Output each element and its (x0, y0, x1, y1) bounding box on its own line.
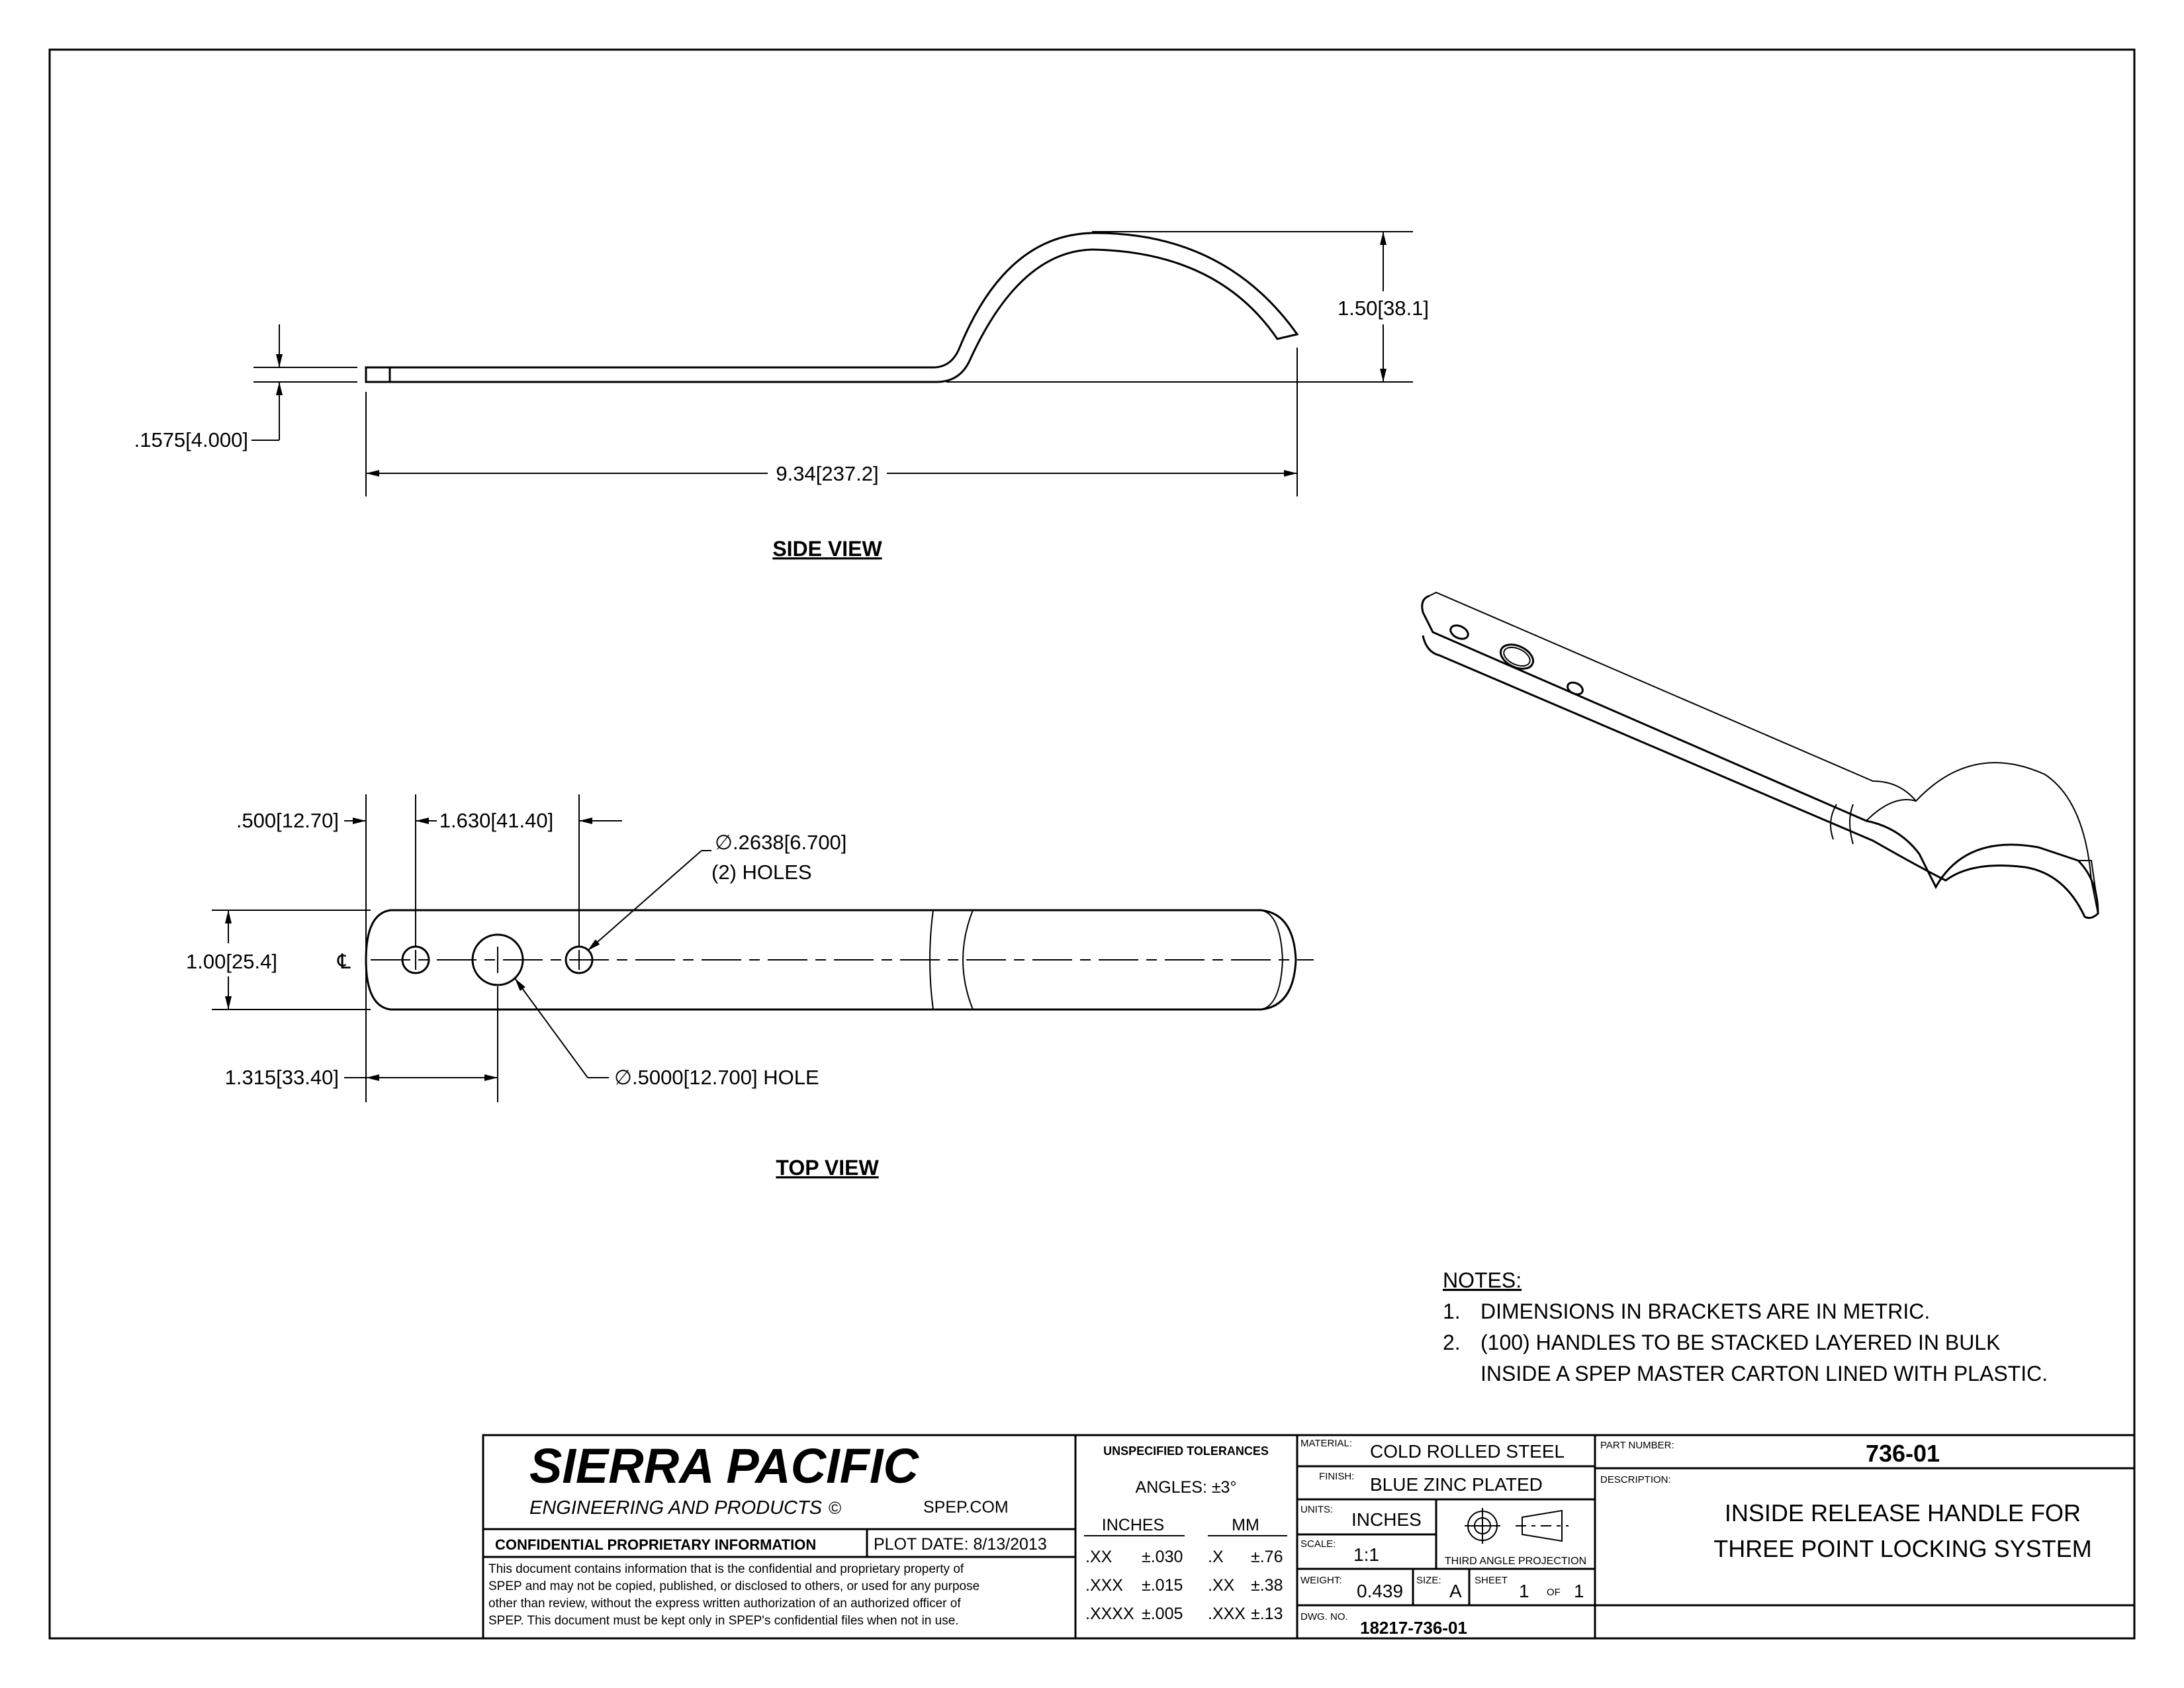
side-length-mm: 237.2 (821, 462, 873, 485)
tolerances-mm-label: MM (1232, 1516, 1259, 1534)
tolerances-header: UNSPECIFIED TOLERANCES (1103, 1444, 1269, 1458)
big-hole-suffix: HOLE (763, 1066, 819, 1089)
confidential-line-3: other than review, without the express w… (488, 1597, 961, 1611)
note-2-num: 2. (1443, 1331, 1461, 1354)
side-view-label: SIDE VIEW (772, 537, 882, 561)
sheet-of-label: OF (1547, 1587, 1561, 1598)
svg-text:.500[12.70]: .500[12.70] (236, 809, 339, 832)
big-hole (471, 933, 524, 986)
hole-spacing-mm: 41.40 (496, 809, 548, 832)
side-length-value: 9.34 (776, 462, 815, 485)
sheet-total: 1 (1574, 1581, 1584, 1601)
sheet-label: SHEET (1475, 1575, 1508, 1586)
tolerances-inches-label: INCHES (1102, 1516, 1164, 1534)
dwg-number: 18217-736-01 (1360, 1618, 1467, 1638)
units-value: INCHES (1351, 1509, 1422, 1530)
top-view: .500[12.70] 1.630[41.40] ∅.2638[6.700] (… (186, 794, 1314, 1180)
svg-text:9.34[237.2]: 9.34[237.2] (776, 462, 878, 485)
tol-row-1-mm-tol: ±.76 (1251, 1548, 1283, 1566)
tol-row-3-in-place: .XXXX (1085, 1605, 1134, 1623)
isometric-view (1421, 591, 2099, 919)
company-subtitle: ENGINEERING AND PRODUCTS (529, 1497, 823, 1519)
big-hole-offset-value: 1.315 (225, 1066, 277, 1089)
company-name: SIERRA PACIFIC (529, 1438, 919, 1493)
drawing-border (48, 48, 2136, 1640)
big-hole-offset-mm: 33.40 (282, 1066, 334, 1089)
third-angle-projection-icon (1465, 1508, 1569, 1544)
side-height-mm: 38.1 (1383, 297, 1423, 320)
side-view: .1575[4.000] 9.34[237.2] 1.50[38.1] SIDE… (134, 231, 1429, 561)
scale-label: SCALE: (1300, 1538, 1336, 1550)
units-label: UNITS: (1300, 1504, 1333, 1515)
side-thickness-mm: 4.000 (191, 428, 243, 451)
tol-row-2-in-place: .XXX (1085, 1576, 1123, 1595)
confidential-line-4: SPEP. This document must be kept only in… (488, 1614, 959, 1628)
side-thickness-value: .1575 (134, 428, 186, 451)
small-hole-count: (2) HOLES (711, 861, 812, 884)
svg-text:1.00[25.4]: 1.00[25.4] (186, 950, 277, 973)
part-number: 736-01 (1866, 1440, 1940, 1467)
sheet-number: 1 (1519, 1581, 1529, 1601)
title-block: SIERRA PACIFIC ENGINEERING AND PRODUCTS … (482, 1434, 2136, 1640)
website: SPEP.COM (923, 1498, 1009, 1517)
note-1-num: 1. (1443, 1299, 1461, 1323)
weight-label: WEIGHT: (1300, 1575, 1342, 1586)
confidential-line-1: This document contains information that … (488, 1562, 964, 1576)
size-label: SIZE: (1416, 1575, 1441, 1586)
width-value: 1.00 (186, 950, 226, 973)
note-2-line-2: INSIDE A SPEP MASTER CARTON LINED WITH P… (1480, 1362, 2048, 1385)
tol-row-3-mm-tol: ±.13 (1251, 1605, 1283, 1623)
tol-row-1-in-place: .XX (1085, 1548, 1113, 1566)
small-hole-dia-value: ∅.2638 (715, 831, 784, 854)
big-hole-dia-mm: 12.700 (689, 1066, 752, 1089)
weight-value: 0.439 (1357, 1581, 1403, 1601)
hole1-offset-value: .500 (236, 809, 276, 832)
size-value: A (1449, 1581, 1462, 1601)
finish-value: BLUE ZINC PLATED (1370, 1474, 1543, 1495)
svg-text:1.315[33.40]: 1.315[33.40] (225, 1066, 339, 1089)
small-hole-dia-mm: 6.700 (790, 831, 841, 854)
side-height-value: 1.50 (1338, 297, 1377, 320)
description-line-2: THREE POINT LOCKING SYSTEM (1713, 1535, 2091, 1562)
tol-row-2-in-tol: ±.015 (1142, 1576, 1183, 1595)
confidential-label: CONFIDENTIAL PROPRIETARY INFORMATION (495, 1536, 816, 1553)
centerline-symbol: ℄ (337, 950, 351, 973)
tol-row-3-in-tol: ±.005 (1142, 1605, 1183, 1623)
description-label: DESCRIPTION: (1600, 1474, 1671, 1485)
material-label: MATERIAL: (1300, 1438, 1352, 1449)
description-line-1: INSIDE RELEASE HANDLE FOR (1725, 1499, 2081, 1526)
big-hole-dia-value: ∅.5000 (614, 1066, 684, 1089)
tol-row-1-in-tol: ±.030 (1142, 1548, 1183, 1566)
tol-row-2-mm-place: .XX (1208, 1576, 1235, 1595)
tol-row-2-mm-tol: ±.38 (1251, 1576, 1283, 1595)
hole-spacing-value: 1.630 (439, 809, 491, 832)
projection-label: THIRD ANGLE PROJECTION (1445, 1556, 1586, 1567)
note-1-line-1: DIMENSIONS IN BRACKETS ARE IN METRIC. (1480, 1299, 1930, 1323)
dwg-label: DWG. NO. (1300, 1611, 1348, 1622)
part-number-label: PART NUMBER: (1600, 1440, 1674, 1451)
note-2-line-1: (100) HANDLES TO BE STACKED LAYERED IN B… (1480, 1331, 2000, 1354)
copyright-symbol: © (829, 1498, 841, 1518)
svg-text:1.630[41.40]: 1.630[41.40] (439, 809, 553, 832)
svg-text:∅.5000[12.700] HOLE: ∅.5000[12.700] HOLE (614, 1066, 819, 1089)
tol-row-1-mm-place: .X (1208, 1548, 1224, 1566)
notes: NOTES: 1. DIMENSIONS IN BRACKETS ARE IN … (1443, 1268, 2048, 1385)
notes-title: NOTES: (1443, 1268, 1522, 1292)
width-mm: 25.4 (232, 950, 271, 973)
top-view-label: TOP VIEW (776, 1156, 879, 1180)
scale-value: 1:1 (1353, 1544, 1379, 1565)
material-value: COLD ROLLED STEEL (1370, 1441, 1565, 1462)
svg-text:1.50[38.1]: 1.50[38.1] (1338, 297, 1429, 320)
finish-label: FINISH: (1319, 1471, 1354, 1482)
tol-row-3-mm-place: .XXX (1208, 1605, 1246, 1623)
tolerances-angles: ANGLES: ±3° (1136, 1478, 1237, 1497)
confidential-line-2: SPEP and may not be copied, published, o… (488, 1579, 979, 1593)
hole1-offset-mm: 12.70 (282, 809, 334, 832)
svg-text:∅.2638[6.700]: ∅.2638[6.700] (715, 831, 846, 854)
plot-date: PLOT DATE: 8/13/2013 (874, 1535, 1047, 1554)
svg-text:.1575[4.000]: .1575[4.000] (134, 428, 248, 451)
